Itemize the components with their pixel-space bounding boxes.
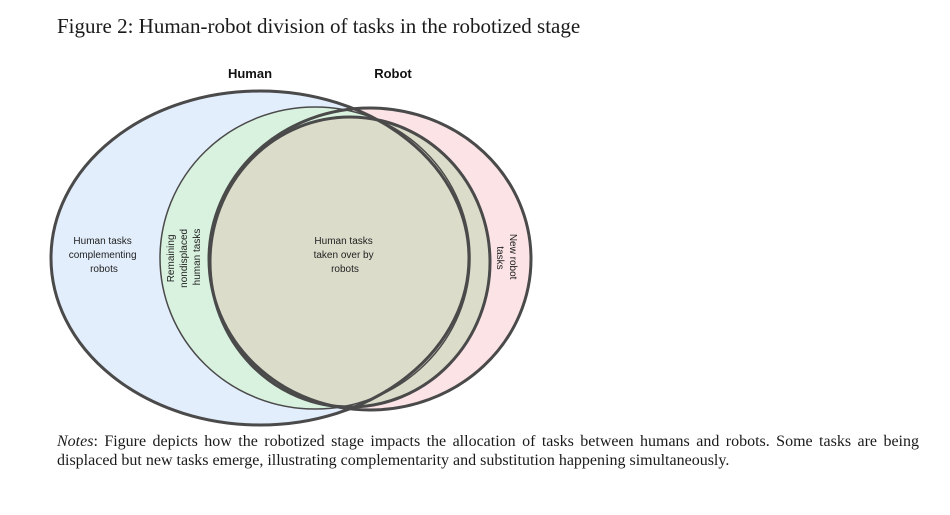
- figure-title: Figure 2: Human-robot division of tasks …: [57, 14, 581, 38]
- human-set-label: Human: [228, 66, 272, 81]
- region-label-human-complementing: Human tasks complementing robots: [69, 236, 140, 275]
- taken-over-region: [210, 117, 490, 407]
- region-label-taken-over: Human tasks taken over by robots: [314, 236, 377, 275]
- region-label-remaining-nondisplaced: Remaining nondisplaced human tasks: [166, 226, 203, 288]
- robot-set-outline: [207, 106, 533, 412]
- robot-set-label: Robot: [374, 66, 412, 81]
- svg-text:Remaining nondisplaced: Remaining nondisplaced human tasks: [166, 226, 203, 288]
- human-set-outline: [49, 89, 471, 427]
- notes-label: Notes: [57, 433, 94, 450]
- region-label-new-robot: New robot tasks: [494, 234, 518, 282]
- notes-text: : Figure depicts how the robotized stage…: [57, 433, 919, 469]
- remaining-tasks-outline: [159, 106, 471, 410]
- svg-text:New robot tasks: New robot tasks: [494, 234, 518, 282]
- figure-notes: Notes: Figure depicts how the robotized …: [57, 433, 919, 470]
